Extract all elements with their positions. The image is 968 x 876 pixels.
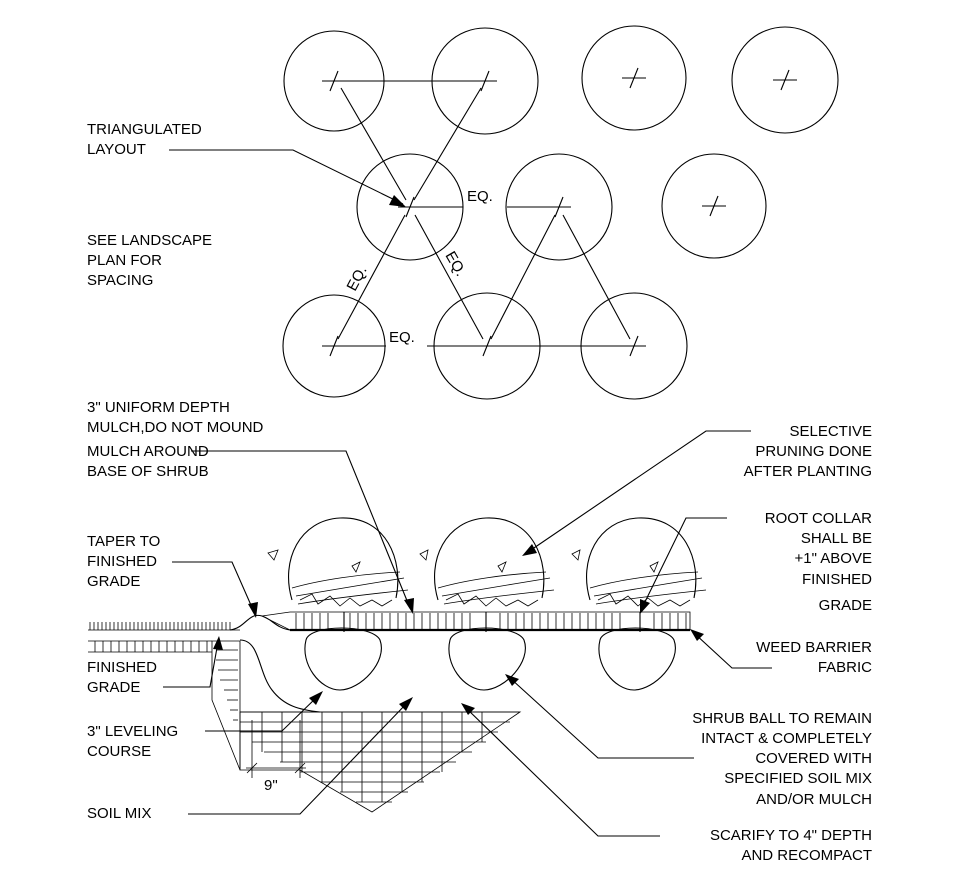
svg-text:PRUNING DONE: PRUNING DONE (755, 443, 872, 460)
svg-text:SHRUB BALL TO REMAIN: SHRUB BALL TO REMAIN (692, 710, 872, 727)
svg-text:3" UNIFORM DEPTH: 3" UNIFORM DEPTH (87, 399, 230, 416)
subgrade-hatch-left (88, 640, 212, 653)
svg-text:SOIL MIX: SOIL MIX (87, 805, 151, 822)
svg-text:AFTER PLANTING: AFTER PLANTING (744, 463, 872, 480)
svg-text:BASE OF SHRUB: BASE OF SHRUB (87, 463, 209, 480)
center-mark (322, 335, 346, 357)
weed-barrier-label: WEED BARRIER FABRIC (690, 629, 872, 676)
leader-arrow (213, 636, 223, 650)
root-balls (304, 627, 676, 691)
center-marks (322, 67, 797, 357)
selective-pruning-label: SELECTIVE PRUNING DONE AFTER PLANTING (522, 423, 872, 556)
root-ball (304, 627, 382, 691)
turf-grass (88, 622, 240, 631)
center-mark (702, 195, 726, 217)
subgrade-hatch (211, 640, 522, 813)
center-mark (622, 335, 646, 357)
svg-text:SCARIFY TO 4" DEPTH: SCARIFY TO 4" DEPTH (710, 827, 872, 844)
center-mark (475, 335, 499, 357)
svg-text:GRADE: GRADE (87, 573, 140, 590)
shrub-canopy (267, 517, 409, 632)
mulch-layer (260, 611, 691, 631)
svg-text:+1" ABOVE: +1" ABOVE (795, 550, 872, 567)
center-mark (773, 69, 797, 91)
leveling-course-label: 3" LEVELING COURSE (87, 691, 323, 760)
svg-text:AND RECOMPACT: AND RECOMPACT (741, 847, 872, 864)
scarify-label: SCARIFY TO 4" DEPTH AND RECOMPACT (461, 703, 872, 864)
center-mark (547, 196, 571, 218)
svg-text:SHALL BE: SHALL BE (801, 530, 872, 547)
triangulated-layout-label: TRIANGULATED LAYOUT (87, 121, 406, 207)
leader-arrow (690, 629, 704, 641)
see-landscape-label: SEE LANDSCAPE PLAN FOR SPACING (87, 232, 212, 289)
svg-text:3" LEVELING: 3" LEVELING (87, 723, 178, 740)
soil-mix-label: SOIL MIX (87, 697, 413, 822)
svg-text:AND/OR MULCH: AND/OR MULCH (756, 791, 872, 808)
svg-text:TRIANGULATED: TRIANGULATED (87, 121, 202, 138)
svg-text:PLAN FOR: PLAN FOR (87, 252, 162, 269)
center-mark (473, 70, 497, 92)
svg-text:FINISHED: FINISHED (87, 659, 157, 676)
root-ball (448, 627, 526, 691)
center-mark (622, 67, 646, 89)
shrub-circle (505, 153, 613, 261)
dimension-9in (246, 720, 306, 778)
svg-text:GRADE: GRADE (87, 679, 140, 696)
svg-text:COURSE: COURSE (87, 743, 151, 760)
center-mark (322, 70, 346, 92)
shrub-circle (581, 25, 687, 131)
leader-arrow (248, 602, 258, 618)
svg-text:MULCH,DO NOT MOUND: MULCH,DO NOT MOUND (87, 419, 264, 436)
svg-text:MULCH AROUND: MULCH AROUND (87, 443, 209, 460)
leader-arrow (399, 697, 413, 711)
shrub-circle (731, 26, 839, 134)
plan-view: EQ. EQ. EQ. EQ. TRIANGULATED LAYOUT SEE … (87, 25, 839, 400)
eq-mark: EQ. (389, 329, 415, 346)
leader-arrow (640, 599, 650, 614)
leader-arrow (404, 598, 414, 614)
finished-grade-label: FINISHED GRADE (87, 636, 223, 696)
center-mark (398, 196, 422, 218)
svg-text:LAYOUT: LAYOUT (87, 141, 146, 158)
leader-arrow (389, 195, 406, 207)
shrub-ball-label: SHRUB BALL TO REMAIN INTACT & COMPLETELY… (505, 674, 872, 808)
svg-text:SEE LANDSCAPE: SEE LANDSCAPE (87, 232, 212, 249)
svg-text:SPECIFIED SOIL MIX: SPECIFIED SOIL MIX (724, 770, 872, 787)
svg-text:FINISHED: FINISHED (87, 553, 157, 570)
shrub-circle (661, 153, 767, 259)
svg-text:FABRIC: FABRIC (818, 659, 872, 676)
section-view: 9" 3" UNIFORM DEPTH MULCH,DO NOT MOUND M… (87, 399, 872, 864)
svg-text:WEED BARRIER: WEED BARRIER (756, 639, 872, 656)
svg-text:TAPER TO: TAPER TO (87, 533, 160, 550)
leader-arrow (522, 544, 537, 556)
svg-text:FINISHED: FINISHED (802, 571, 872, 588)
dimension-label: 9" (264, 777, 278, 794)
svg-text:INTACT & COMPLETELY: INTACT & COMPLETELY (701, 730, 872, 747)
taper-label: TAPER TO FINISHED GRADE (87, 533, 258, 618)
svg-text:ROOT COLLAR: ROOT COLLAR (765, 510, 872, 527)
eq-mark: EQ. (344, 263, 371, 294)
eq-mark: EQ. (442, 249, 470, 280)
mulch-depth-label: 3" UNIFORM DEPTH MULCH,DO NOT MOUND (87, 399, 264, 436)
eq-mark: EQ. (467, 188, 493, 205)
leader-arrow (505, 674, 519, 686)
root-collar-label: ROOT COLLAR SHALL BE +1" ABOVE FINISHED … (640, 510, 872, 614)
leader-arrow (309, 691, 323, 705)
spacing-lines (337, 80, 631, 347)
leader-arrow (461, 703, 475, 715)
shrub-canopy (419, 517, 555, 632)
mulch-around-label: MULCH AROUND BASE OF SHRUB (87, 443, 414, 614)
svg-text:SPACING: SPACING (87, 272, 153, 289)
svg-text:SELECTIVE: SELECTIVE (789, 423, 872, 440)
shrub-canopies (267, 517, 707, 632)
shrub-circles (282, 25, 839, 400)
root-ball (598, 627, 676, 691)
svg-text:GRADE: GRADE (819, 597, 872, 614)
svg-text:COVERED WITH: COVERED WITH (755, 750, 872, 767)
